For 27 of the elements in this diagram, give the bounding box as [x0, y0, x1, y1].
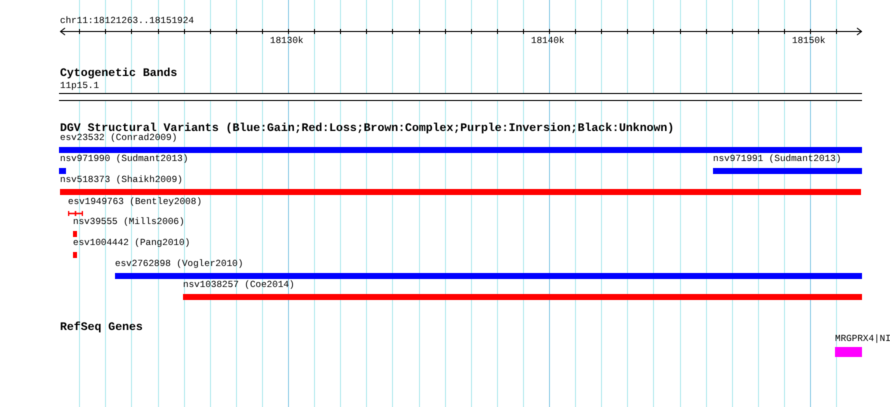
gene-label: MRGPRX4|NI	[835, 333, 890, 344]
variant-bar	[73, 231, 77, 237]
feature-label: esv1004442 (Pang2010)	[73, 237, 190, 248]
feature-label: nsv971990 (Sudmant2013)	[60, 153, 188, 164]
variant-bar	[183, 294, 862, 300]
feature-label: esv1949763 (Bentley2008)	[68, 196, 202, 207]
variant-bar	[59, 147, 862, 153]
variant-bar	[713, 168, 862, 174]
tick-label: 18130k	[270, 35, 304, 46]
track-title: RefSeq Genes	[60, 321, 143, 334]
locus-label: chr11:18121263..18151924	[60, 15, 194, 26]
feature-label: nsv518373 (Shaikh2009)	[60, 174, 183, 185]
feature-label: esv23532 (Conrad2009)	[60, 132, 178, 143]
tick-label: 18140k	[531, 35, 564, 46]
feature-label: nsv1038257 (Coe2014)	[183, 279, 295, 290]
track-title: Cytogenetic Bands	[60, 67, 178, 80]
feature-label: esv2762898 (Vogler2010)	[115, 258, 244, 269]
variant-bar	[73, 252, 77, 258]
gene-bar	[835, 347, 862, 357]
variant-bar	[60, 189, 861, 195]
feature-label: nsv971991 (Sudmant2013)	[713, 153, 842, 164]
variant-bar	[59, 168, 66, 174]
variant-bar	[115, 273, 862, 279]
band-label: 11p15.1	[60, 80, 100, 91]
feature-label: nsv39555 (Mills2006)	[73, 216, 185, 227]
tick-label: 18150k	[792, 35, 826, 46]
variant-span-marker	[68, 211, 83, 216]
